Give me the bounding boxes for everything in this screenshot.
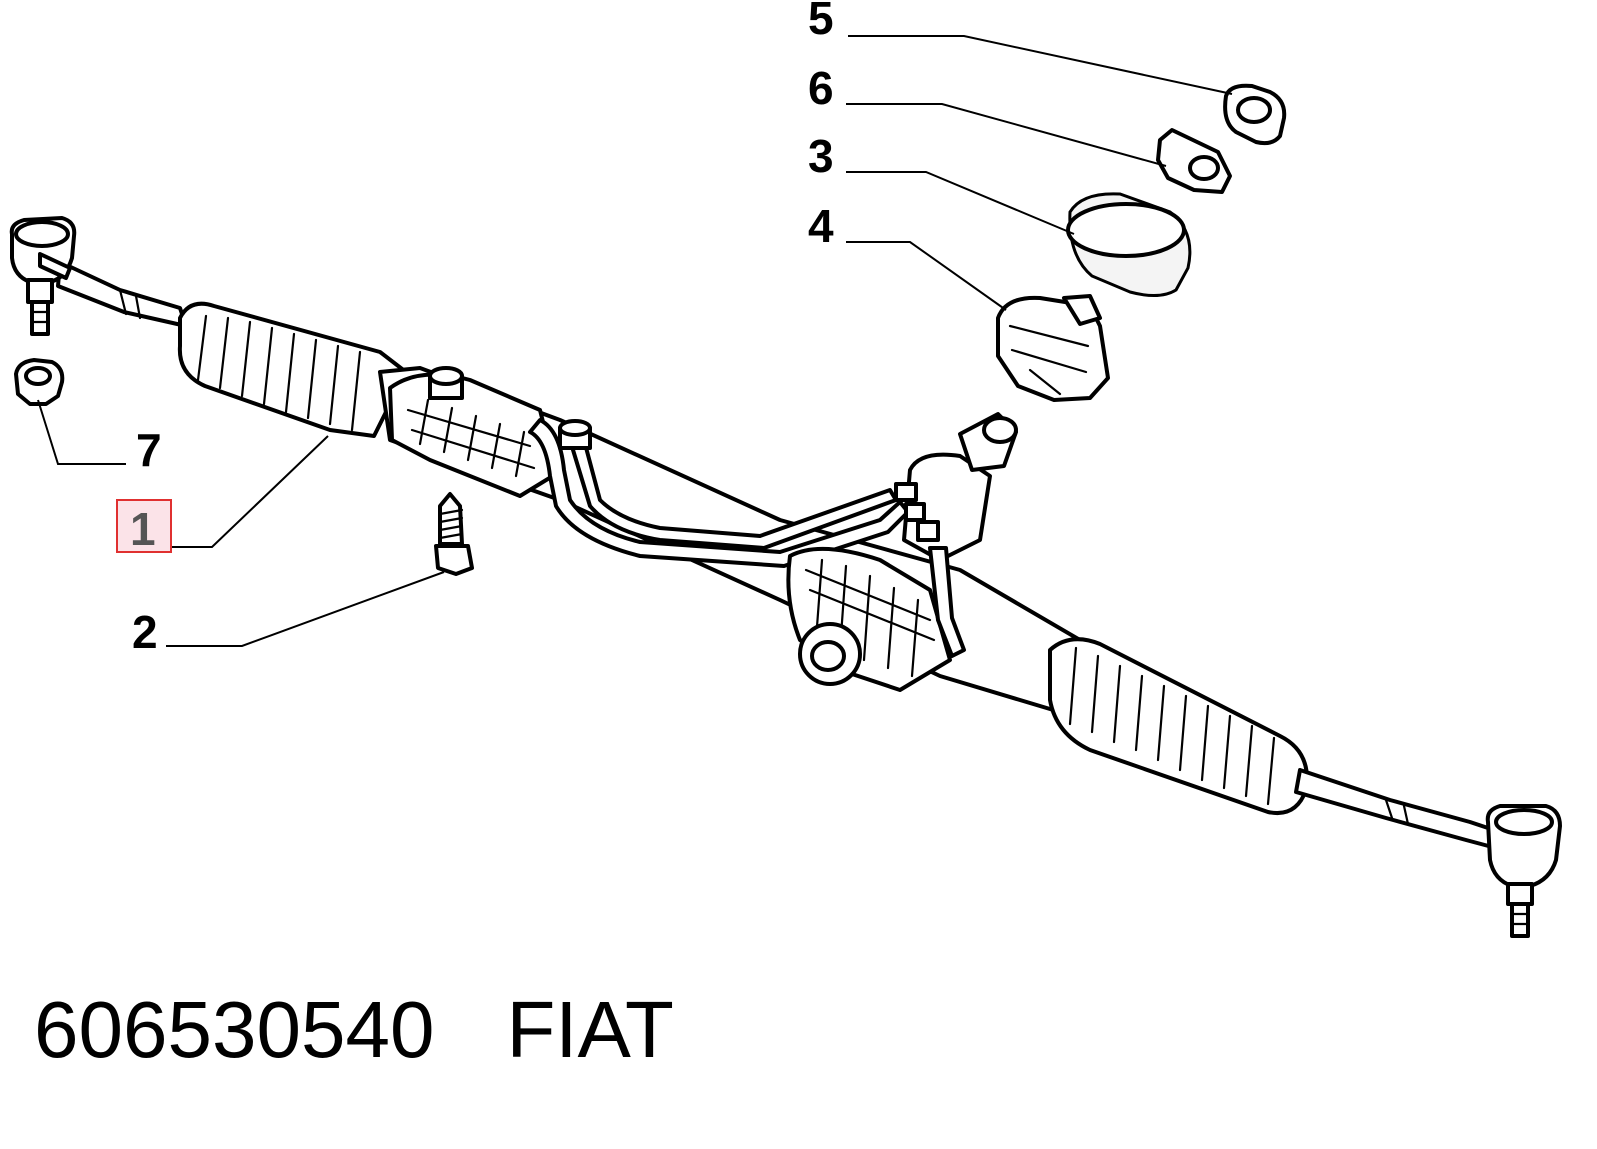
part-3-bushing [1066,192,1192,297]
callout-3: 3 [808,130,834,182]
part-number: 606530540 [34,985,435,1074]
callout-6: 6 [808,62,834,114]
left-tie-rod-end [9,216,77,336]
pinion-boss [798,622,862,686]
steering-rack-assembly [9,216,1562,938]
right-tie-rod [1294,768,1502,850]
part-2-bolt [434,492,474,576]
brand-name: FIAT [506,985,674,1074]
callout-7: 7 [136,424,162,476]
fluid-line-upper [528,418,910,568]
leader-line-4 [846,241,1007,311]
callout-2: 2 [132,606,158,658]
callout-4: 4 [808,200,834,252]
center-clamp [558,419,592,450]
leader-line-5 [848,35,1233,95]
part-6-bracket [1156,128,1232,194]
right-boot [1048,637,1309,815]
leader-line-7 [37,399,126,465]
leader-line-6 [846,103,1167,167]
leader-line-2 [166,571,445,647]
leader-line-1 [172,435,329,548]
callout-5: 5 [808,0,834,44]
leader-line-3 [846,171,1075,235]
callout-1: 1 [130,503,156,555]
pinion-input-shaft [894,412,1018,658]
part-7-nut [14,358,65,406]
part-5-retaining-ring [1223,83,1287,146]
right-tie-rod-end [1485,804,1562,938]
left-boot [177,301,408,438]
callout-1-highlight[interactable]: 1 [116,499,172,555]
fluid-line-lower [568,438,898,550]
part-4-mount [996,294,1110,402]
housing-bolt-left [428,366,464,400]
